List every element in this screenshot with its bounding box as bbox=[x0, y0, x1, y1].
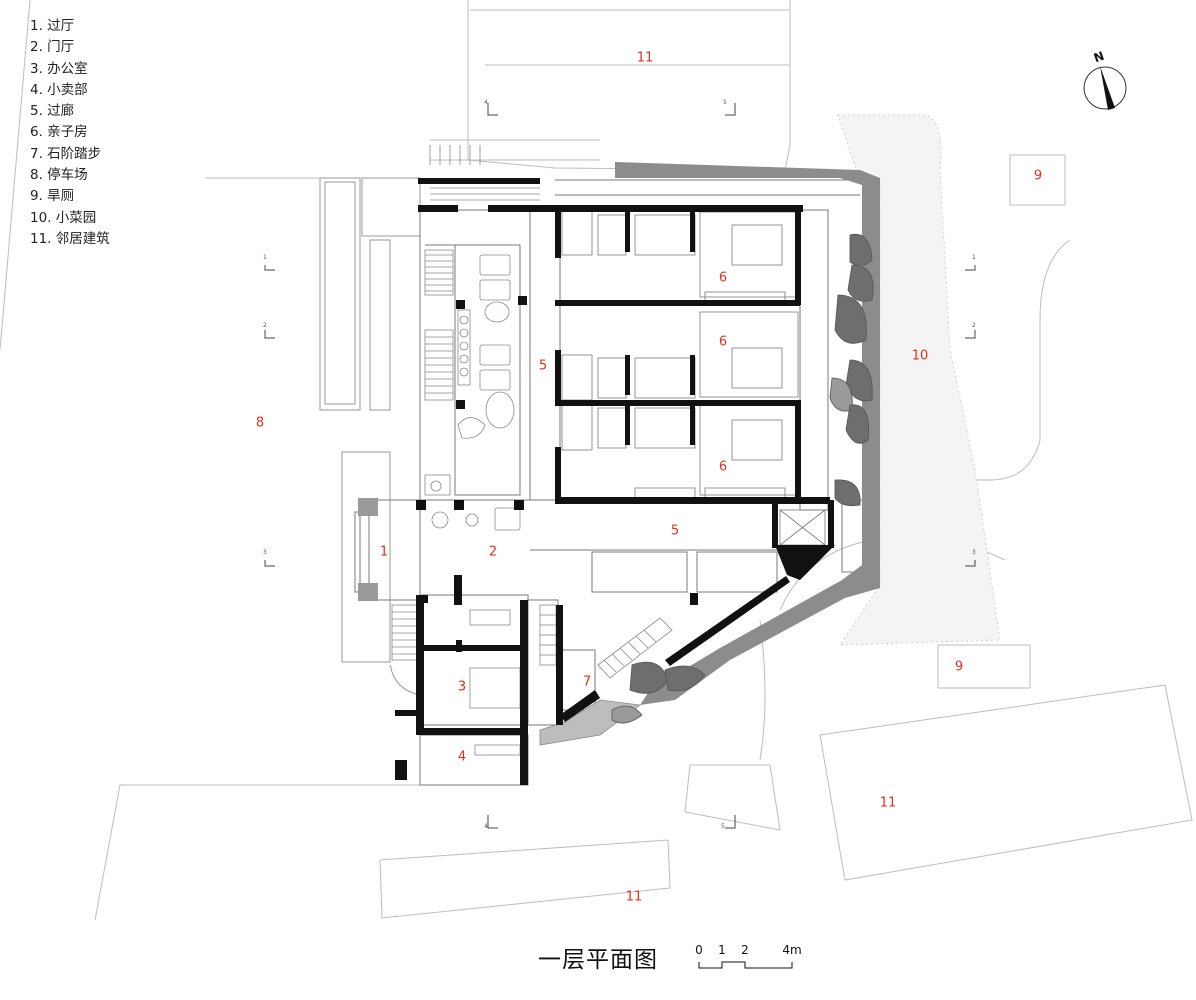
drawing-title: 一层平面图 bbox=[538, 947, 658, 973]
legend-item: 2. 门厅 bbox=[30, 39, 75, 56]
legend-item: 8. 停车场 bbox=[30, 167, 88, 184]
furniture bbox=[424, 254, 521, 756]
garden-zone bbox=[837, 114, 1001, 646]
room-label-11-top: 11 bbox=[636, 50, 654, 66]
room-label-5-passage: 5 bbox=[670, 523, 680, 539]
legend-item: 4. 小卖部 bbox=[30, 81, 88, 98]
scale-tick-2: 2 bbox=[741, 943, 749, 957]
room-label-6-bottom: 6 bbox=[718, 459, 728, 475]
section-markers bbox=[264, 103, 976, 829]
entry-door-mark-2 bbox=[358, 583, 378, 601]
section-mark-4-bottom: 4 bbox=[484, 823, 488, 830]
room-label-6-top: 6 bbox=[718, 270, 728, 286]
room-label-8: 8 bbox=[255, 415, 265, 431]
section-mark-1-right: 1 bbox=[972, 254, 976, 261]
parking-slab bbox=[319, 177, 421, 696]
scale-tick-0: 0 bbox=[695, 943, 703, 957]
section-mark-5-bottom: 5 bbox=[721, 823, 725, 830]
legend-item: 10. 小菜园 bbox=[30, 209, 97, 226]
legend-item: 1. 过厅 bbox=[30, 18, 75, 34]
scale-bar-graphic bbox=[698, 961, 793, 969]
room-label-9-top: 9 bbox=[1033, 168, 1043, 184]
legend-item: 11. 邻居建筑 bbox=[30, 230, 110, 247]
walls bbox=[362, 178, 835, 785]
room-label-1: 1 bbox=[379, 544, 389, 560]
room-label-11-right: 11 bbox=[879, 795, 897, 811]
room-label-10: 10 bbox=[911, 348, 929, 364]
rocks bbox=[611, 233, 874, 724]
section-mark-4-top: 4 bbox=[484, 99, 488, 106]
room-label-3: 3 bbox=[457, 679, 467, 695]
legend-list: 1. 过厅 2. 门厅 3. 办公室 4. 小卖部 5. 过廊 6. 亲子房 7… bbox=[30, 16, 110, 250]
room-label-2: 2 bbox=[488, 544, 498, 560]
legend-item: 7. 石阶踏步 bbox=[30, 145, 102, 162]
interior-lines bbox=[354, 179, 865, 786]
scale-tick-4m: 4m bbox=[782, 943, 802, 957]
section-mark-2-left: 2 bbox=[263, 322, 267, 329]
room-label-11-bottom: 11 bbox=[625, 889, 643, 905]
legend-item: 9. 旱厕 bbox=[30, 188, 75, 205]
room-label-6-middle: 6 bbox=[718, 334, 728, 350]
room-label-7: 7 bbox=[582, 674, 592, 690]
section-mark-5-top: 5 bbox=[723, 99, 727, 106]
entry-door-mark bbox=[358, 498, 378, 516]
site-context-lines bbox=[0, 0, 1193, 921]
legend-item: 6. 亲子房 bbox=[30, 124, 88, 141]
section-mark-2-right: 2 bbox=[972, 322, 976, 329]
scale-tick-1: 1 bbox=[718, 943, 726, 957]
legend-item: 5. 过廊 bbox=[30, 103, 75, 120]
section-mark-1-left: 1 bbox=[263, 254, 267, 261]
north-arrow-symbol bbox=[1083, 66, 1127, 110]
room-label-4: 4 bbox=[457, 749, 467, 765]
section-mark-3-right: 3 bbox=[972, 549, 976, 556]
room-label-5-corridor: 5 bbox=[538, 358, 548, 374]
room-label-9-bottom: 9 bbox=[954, 659, 964, 675]
section-mark-3-left: 3 bbox=[263, 549, 267, 556]
retaining-wall bbox=[615, 162, 880, 705]
legend-item: 3. 办公室 bbox=[30, 60, 88, 77]
